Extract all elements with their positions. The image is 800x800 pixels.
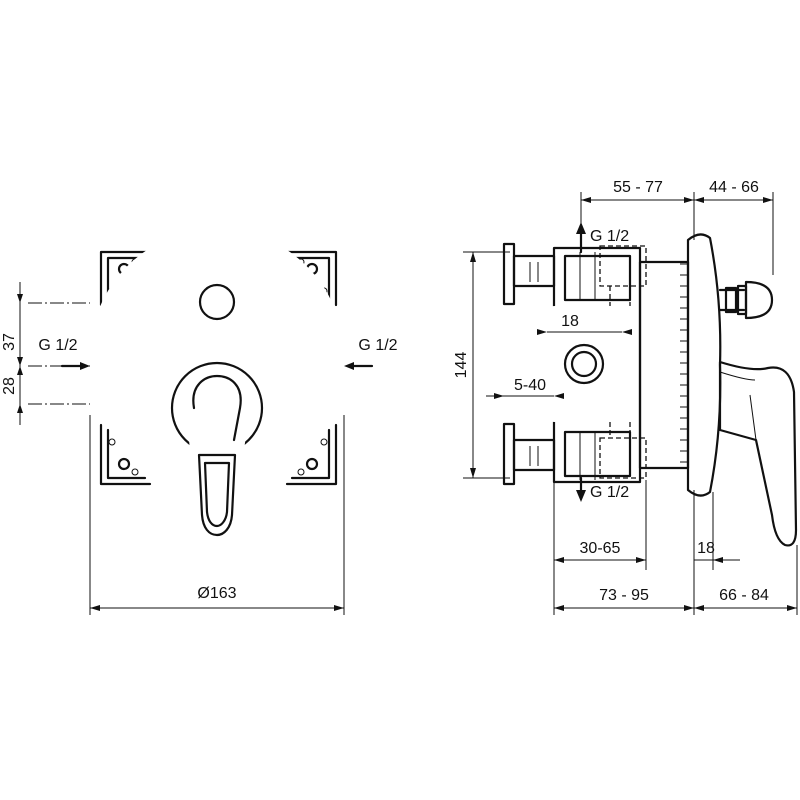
dim-bottom-left-upper: 30-65 <box>580 540 621 557</box>
diverter-knob <box>718 280 774 320</box>
thread-right-label: G 1/2 <box>358 337 397 354</box>
pipe-stubs <box>502 242 556 486</box>
dim-center-label: 18 <box>561 313 579 330</box>
lever-side <box>718 360 798 547</box>
threaded-sleeve <box>638 260 690 470</box>
mixer-body <box>545 245 647 484</box>
diameter-label: Ø163 <box>197 585 236 602</box>
diverter-button <box>198 283 236 321</box>
dim-left-upper: 37 <box>1 333 18 351</box>
cover-plate <box>90 229 344 483</box>
dim-bottom-left-lower: 73 - 95 <box>599 587 649 604</box>
cover-plate-side <box>686 233 722 497</box>
dim-top-right: 44 - 66 <box>709 179 759 196</box>
front-view: 37 28 G 1/2 G 1/2 Ø163 <box>1 229 398 615</box>
thread-left-label: G 1/2 <box>38 337 77 354</box>
side-view: 55 - 77 44 - 66 144 <box>453 179 798 615</box>
height-label: 144 <box>453 352 470 379</box>
dim-top-left: 55 - 77 <box>613 179 663 196</box>
dim-left-lower: 28 <box>1 377 18 395</box>
dim-range-label: 5-40 <box>514 377 546 394</box>
thread-bottom-label: G 1/2 <box>590 484 629 501</box>
dim-bottom-right-lower: 66 - 84 <box>719 587 769 604</box>
lever-handle <box>170 361 264 545</box>
dim-bottom-right-upper: 18 <box>697 540 715 557</box>
thread-top-label: G 1/2 <box>590 228 629 245</box>
